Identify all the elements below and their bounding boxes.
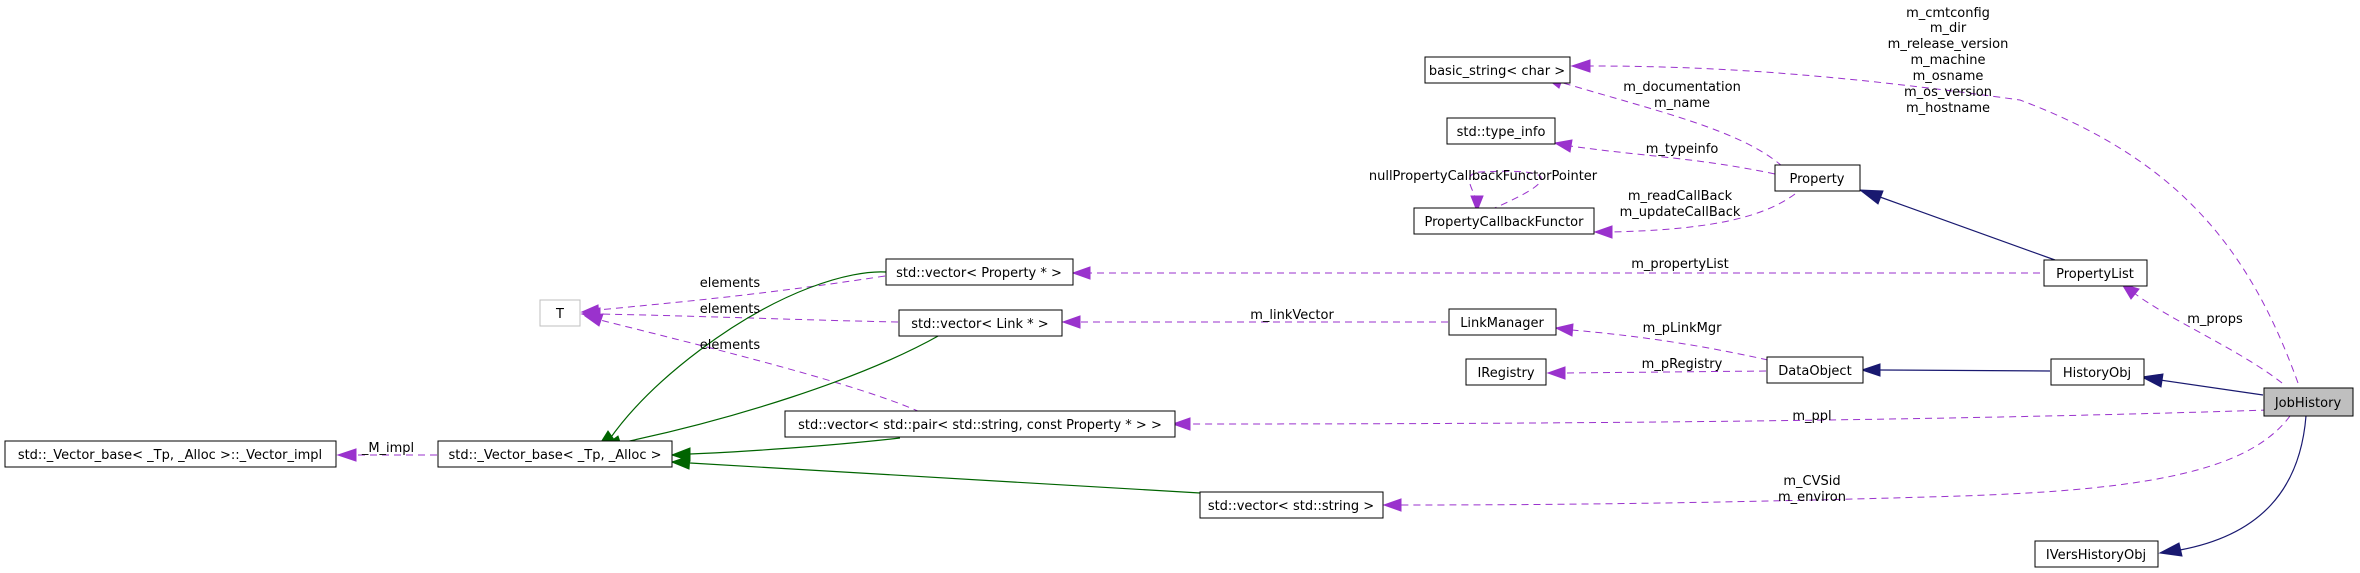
edge-linkmanager-vector-link — [1061, 315, 1448, 329]
label-m-typeinfo: m_typeinfo — [1646, 142, 1719, 157]
label-m-plinkmgr: m_pLinkMgr — [1643, 321, 1723, 336]
svg-text:std::type_info: std::type_info — [1457, 125, 1546, 140]
label-m-impl: _M_impl — [361, 441, 414, 456]
label-m-dir: m_dir — [1930, 21, 1967, 36]
edge-propertylist-property — [1858, 189, 2056, 261]
edge-jobhistory-historyobj — [2140, 373, 2264, 396]
svg-text:JobHistory: JobHistory — [2274, 396, 2342, 411]
svg-text:std::_Vector_base< _Tp, _Alloc: std::_Vector_base< _Tp, _Alloc >::_Vecto… — [18, 448, 322, 463]
edge-jobhistory-basic-string — [1570, 59, 2299, 384]
edge-vector-base-impl — [336, 448, 437, 462]
label-m-pregistry: m_pRegistry — [1642, 357, 1723, 372]
label-m-ppl: m_ppl — [1792, 409, 1831, 424]
label-elements-3: elements — [700, 338, 761, 353]
label-m-documentation: m_documentation — [1623, 80, 1741, 95]
label-null-callback: nullPropertyCallbackFunctorPointer — [1369, 169, 1598, 184]
label-m-osname: m_osname — [1913, 69, 1984, 84]
edge-propertylist-vector-property — [1071, 266, 2040, 280]
label-m-cvsid: m_CVSid — [1783, 474, 1840, 489]
edge-dataobject-linkmanager — [1554, 323, 1769, 361]
edge-historyobj-dataobject — [1860, 363, 2051, 377]
svg-text:PropertyCallbackFunctor: PropertyCallbackFunctor — [1425, 215, 1585, 230]
label-elements-1: elements — [700, 276, 761, 291]
edge-dataobject-iregistry — [1546, 366, 1767, 380]
svg-text:HistoryObj: HistoryObj — [2063, 366, 2131, 381]
svg-text:std::vector< Link * >: std::vector< Link * > — [911, 317, 1048, 332]
node-vector-pair[interactable]: std::vector< std::pair< std::string, con… — [784, 410, 1176, 438]
node-vector-base-impl[interactable]: std::_Vector_base< _Tp, _Alloc >::_Vecto… — [4, 440, 337, 468]
node-t-template-param[interactable]: T — [539, 299, 581, 327]
label-m-updatecallback: m_updateCallBack — [1620, 205, 1741, 220]
svg-text:IVersHistoryObj: IVersHistoryObj — [2046, 548, 2146, 563]
svg-text:PropertyList: PropertyList — [2056, 267, 2134, 282]
node-job-history[interactable]: JobHistory — [2263, 387, 2354, 417]
edge-property-typeinfo — [1553, 139, 1776, 175]
label-elements-2: elements — [700, 302, 761, 317]
label-m-propertylist: m_propertyList — [1631, 257, 1729, 272]
label-m-name: m_name — [1654, 96, 1710, 111]
label-m-os-version: m_os_version — [1904, 85, 1992, 100]
node-iregistry[interactable]: IRegistry — [1465, 358, 1547, 386]
node-link-manager[interactable]: LinkManager — [1448, 308, 1557, 336]
node-property[interactable]: Property — [1774, 164, 1861, 192]
svg-text:std::vector< Property * >: std::vector< Property * > — [896, 266, 1062, 281]
edge-jobhistory-ivershistoryobj — [2158, 415, 2307, 557]
svg-text:LinkManager: LinkManager — [1460, 316, 1544, 331]
label-m-linkvector: m_linkVector — [1250, 308, 1334, 323]
svg-text:T: T — [555, 307, 564, 322]
node-data-object[interactable]: DataObject — [1766, 356, 1864, 384]
node-history-obj[interactable]: HistoryObj — [2050, 358, 2145, 386]
label-m-cmtconfig: m_cmtconfig — [1906, 6, 1990, 21]
label-job-strings: m_cmtconfig m_dir m_release_version m_ma… — [1888, 6, 2009, 116]
edge-vector-string-base — [670, 455, 1201, 494]
edge-jobhistory-vector-pair — [1171, 409, 2269, 431]
svg-text:std::_Vector_base< _Tp, _Alloc: std::_Vector_base< _Tp, _Alloc > — [448, 448, 661, 463]
node-property-callback-functor[interactable]: PropertyCallbackFunctor — [1413, 207, 1595, 235]
node-ivers-history-obj[interactable]: IVersHistoryObj — [2034, 540, 2159, 568]
svg-text:Property: Property — [1789, 172, 1844, 187]
node-vector-property[interactable]: std::vector< Property * > — [885, 258, 1074, 286]
svg-text:IRegistry: IRegistry — [1477, 366, 1534, 381]
node-vector-link[interactable]: std::vector< Link * > — [898, 309, 1063, 337]
label-m-release-version: m_release_version — [1888, 37, 2009, 52]
svg-text:std::vector< std::pair< std::s: std::vector< std::pair< std::string, con… — [798, 418, 1162, 433]
svg-text:DataObject: DataObject — [1778, 364, 1851, 379]
edge-jobhistory-propertylist — [2120, 283, 2283, 384]
label-m-props: m_props — [2187, 312, 2243, 327]
edge-callback-self-loop — [1468, 170, 1542, 213]
node-property-list[interactable]: PropertyList — [2043, 259, 2148, 287]
node-vector-base[interactable]: std::_Vector_base< _Tp, _Alloc > — [437, 440, 673, 468]
label-m-machine: m_machine — [1910, 53, 1985, 68]
edge-vector-pair-t — [583, 313, 921, 413]
label-m-hostname: m_hostname — [1906, 101, 1990, 116]
edge-jobhistory-vector-string — [1382, 415, 2291, 512]
svg-text:std::vector< std::string >: std::vector< std::string > — [1208, 499, 1374, 514]
edge-property-callback — [1593, 193, 1796, 239]
edge-vector-pair-base — [670, 437, 901, 462]
node-type-info[interactable]: std::type_info — [1446, 117, 1556, 145]
label-m-readcallback: m_readCallBack — [1628, 189, 1733, 204]
node-basic-string[interactable]: basic_string< char > — [1424, 56, 1571, 84]
svg-text:basic_string< char >: basic_string< char > — [1429, 64, 1565, 79]
node-vector-string[interactable]: std::vector< std::string > — [1199, 491, 1384, 519]
label-m-environ: m_environ — [1778, 490, 1846, 505]
